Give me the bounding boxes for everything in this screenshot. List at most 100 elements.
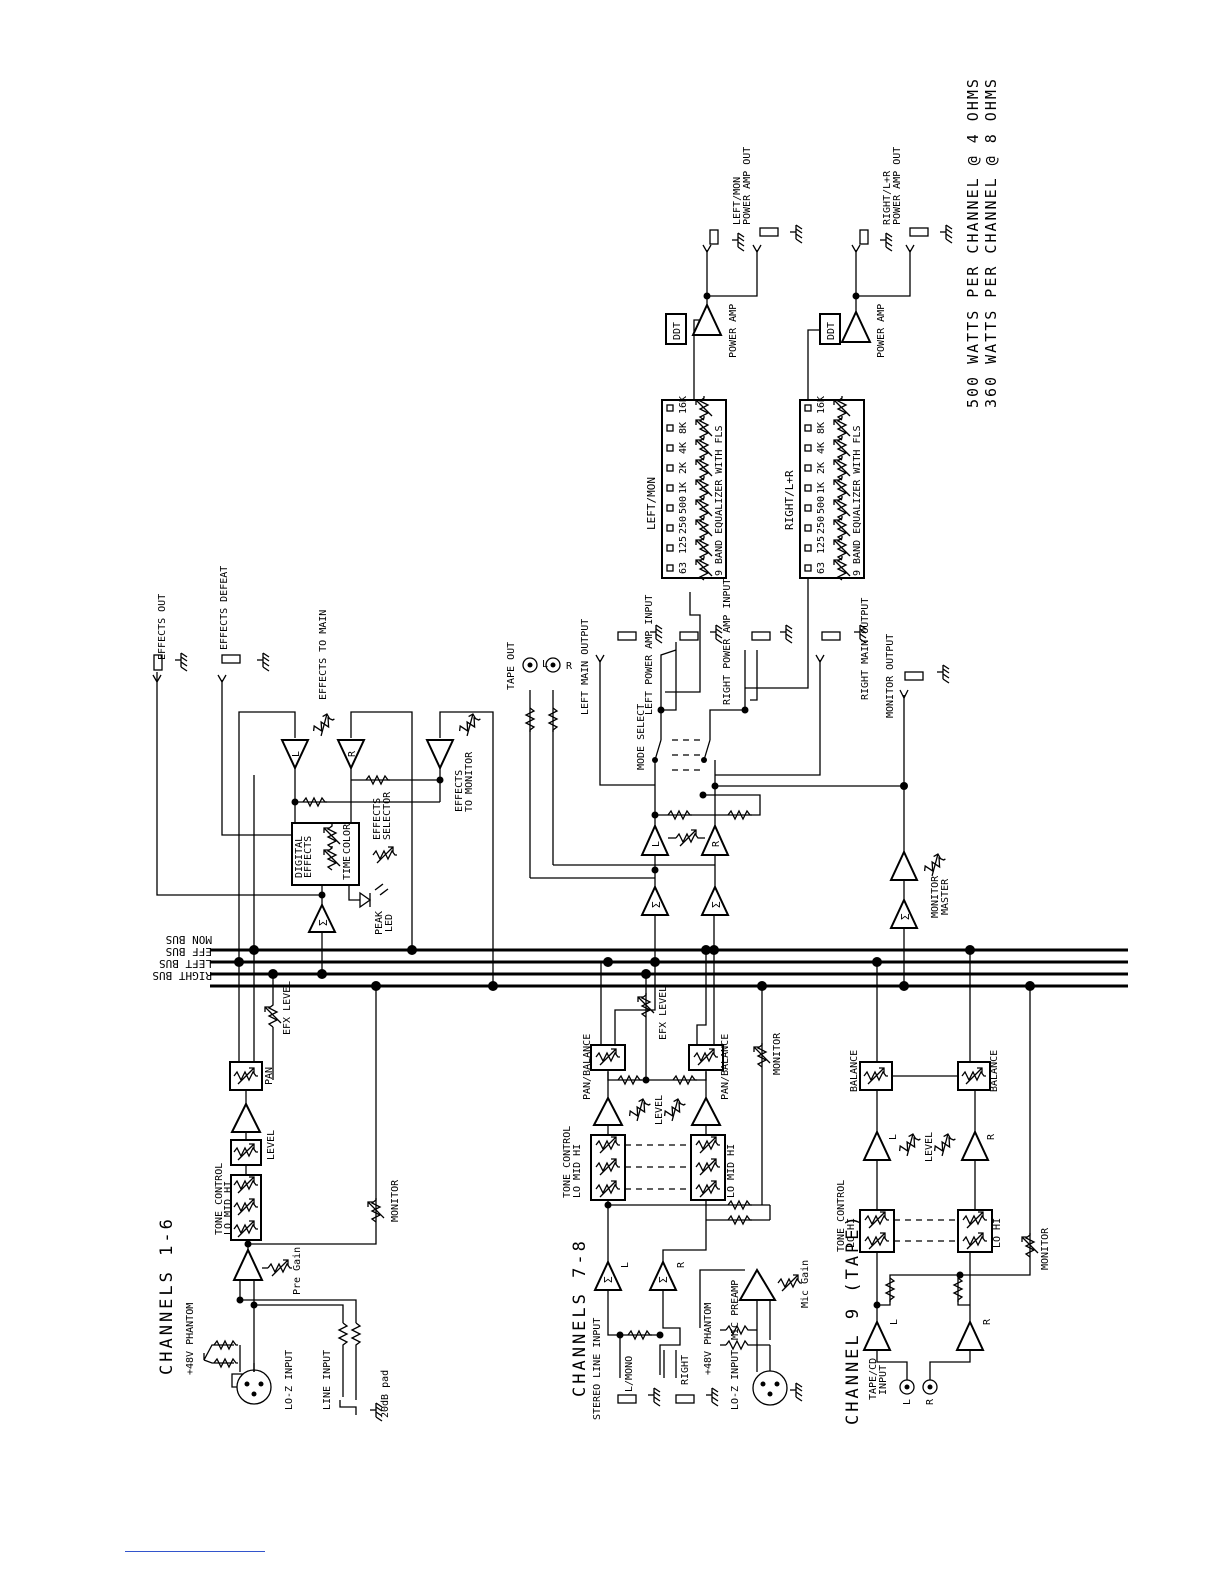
power-ratings: 500 WATTS PER CHANNEL @ 4 OHMS 360 WATTS… bbox=[964, 77, 1000, 408]
ch7-phantom-label: +48V PHANTOM bbox=[703, 1303, 714, 1375]
ch7-level-label: LEVEL bbox=[654, 1095, 665, 1125]
effects-selector-label-2: SELECTOR bbox=[382, 791, 393, 840]
left-power-amp-triangle bbox=[691, 302, 723, 336]
effects-to-main-label: EFFECTS TO MAIN bbox=[318, 610, 329, 700]
right-eq-band-indicator bbox=[804, 444, 812, 452]
right-eq-band-indicator bbox=[804, 424, 812, 432]
right-eq-caption: 9 BAND EQUALIZER WITH FLS bbox=[852, 425, 863, 576]
digital-effects-label: DIGITAL bbox=[294, 836, 305, 878]
rating-8-ohms: 360 WATTS PER CHANNEL @ 8 OHMS bbox=[982, 77, 1000, 408]
left-eq-band-label: 250 bbox=[678, 516, 689, 534]
effects-defeat-label: EFFECTS DEFEAT bbox=[219, 566, 230, 650]
svg-text:L: L bbox=[888, 1134, 899, 1140]
section-title-ch9: CHANNEL 9 (TAPE) bbox=[843, 1213, 863, 1425]
bus-label-left: LEFT BUS bbox=[159, 957, 212, 970]
right-power-amp-input-label: RIGHT POWER AMP INPUT bbox=[722, 579, 733, 705]
ch1-tone-bands-label: LO MID HI bbox=[223, 1181, 234, 1235]
ch9-monitor-label: MONITOR bbox=[1040, 1227, 1051, 1270]
ch7-efx-level-label: EFX LEVEL bbox=[658, 986, 669, 1040]
right-power-amp-triangle bbox=[840, 309, 872, 343]
mode-select-label: MODE SELECT bbox=[636, 704, 647, 770]
svg-text:Σ: Σ bbox=[602, 1276, 615, 1283]
footnote-link-line bbox=[125, 1551, 265, 1552]
ch1-pan-label: PAN bbox=[264, 1067, 275, 1085]
tape-out-label: TAPE OUT bbox=[506, 642, 517, 690]
tape-input-label: INPUT bbox=[878, 1365, 889, 1395]
ch9-balance-right-label: BALANCE bbox=[989, 1050, 1000, 1092]
peak-led-label: PEAK bbox=[374, 911, 385, 935]
left-ddt-label: DDT bbox=[672, 322, 683, 340]
svg-text:R: R bbox=[982, 1318, 993, 1325]
svg-text:R: R bbox=[676, 1261, 687, 1268]
left-eq-band-label: 8K bbox=[678, 422, 689, 434]
right-eq-band-indicator bbox=[804, 544, 812, 552]
ch9-tone-bands-right: LO HI bbox=[992, 1218, 1003, 1248]
left-eq-band-indicator bbox=[666, 484, 674, 492]
effects-right-amp bbox=[336, 739, 366, 771]
right-jack-label: RIGHT bbox=[680, 1355, 691, 1385]
ch7-tone-bands-left: LO MID HI bbox=[572, 1144, 583, 1198]
ch9-tone-bands-left: LO HI bbox=[846, 1218, 857, 1248]
xlr-input-icon bbox=[236, 1369, 272, 1405]
ch9-balance-left-label: BALANCE bbox=[849, 1050, 860, 1092]
left-eq-title: LEFT/MON bbox=[645, 477, 658, 530]
right-eq-band-label: 8K bbox=[816, 422, 827, 434]
right-ddt-label: DDT bbox=[826, 322, 837, 340]
left-sum-amp bbox=[640, 884, 670, 916]
mic-preamp-label: MIC PREAMP bbox=[730, 1280, 741, 1340]
line-input-label: LINE INPUT bbox=[322, 1350, 333, 1410]
ch1-tone-control-label: TONE CONTROL bbox=[214, 1163, 225, 1235]
section-title-ch1-6: CHANNELS 1-6 bbox=[157, 1216, 177, 1375]
svg-text:L: L bbox=[542, 659, 548, 670]
right-eq-band-indicator bbox=[804, 504, 812, 512]
ch9-level-right-amp bbox=[960, 1129, 990, 1161]
ch1-efx-level-label: EFX LEVEL bbox=[282, 981, 293, 1035]
mic-gain-label: Mic Gain bbox=[800, 1260, 811, 1308]
ch9-tone-control-label: TONE CONTROL bbox=[836, 1180, 847, 1252]
right-eq-band-label: 63 bbox=[816, 562, 827, 574]
ch7-sum-left bbox=[593, 1259, 623, 1291]
left-power-amp-input-label: LEFT POWER AMP INPUT bbox=[644, 595, 655, 715]
stereo-line-input-label: STEREO LINE INPUT bbox=[592, 1318, 603, 1420]
left-eq-caption: 9 BAND EQUALIZER WITH FLS bbox=[714, 425, 725, 576]
left-master-amp bbox=[640, 823, 670, 856]
ch7-tone-control-label: TONE CONTROL bbox=[562, 1126, 573, 1198]
peak-led-label-2: LED bbox=[384, 914, 395, 932]
rating-4-ohms: 500 WATTS PER CHANNEL @ 4 OHMS bbox=[964, 77, 982, 408]
right-eq-band-label: 2K bbox=[816, 462, 827, 474]
channels-1-6: CHANNELS 1-6 LO-Z INPUT +48V PHANTOM LIN… bbox=[157, 950, 401, 1422]
left-mon-out-label: LEFT/MON bbox=[732, 177, 743, 225]
svg-text:R: R bbox=[566, 661, 573, 672]
ch7-monitor-label: MONITOR bbox=[772, 1032, 783, 1075]
left-eq-band-label: 63 bbox=[678, 562, 689, 574]
right-eq-band-indicator bbox=[804, 564, 812, 572]
right-power-amp-label: POWER AMP bbox=[876, 304, 887, 358]
svg-text:L: L bbox=[620, 1262, 631, 1268]
digital-effects-block bbox=[291, 822, 360, 886]
time-label: TIME bbox=[342, 856, 353, 880]
bus-label-mon: MON BUS bbox=[166, 933, 212, 946]
color-label: COLOR bbox=[342, 823, 353, 854]
left-eq-band-label: 125 bbox=[678, 536, 689, 554]
left-eq-band-indicator bbox=[666, 544, 674, 552]
left-eq: LEFT/MON 9 BAND EQUALIZER WITH FLS 63 125… bbox=[645, 319, 727, 581]
ch1-level-label: LEVEL bbox=[266, 1130, 277, 1160]
effects-selector-label: EFFECTS bbox=[372, 798, 383, 840]
svg-text:R: R bbox=[986, 1133, 997, 1140]
section-title-ch7-8: CHANNELS 7-8 bbox=[570, 1238, 590, 1397]
ch7-xlr-input-icon bbox=[752, 1370, 788, 1406]
right-lr-out-label: RIGHT/L+R bbox=[882, 170, 893, 225]
left-eq-band-indicator bbox=[666, 424, 674, 432]
ch7-pan-balance-right-label: PAN/BALANCE bbox=[720, 1034, 731, 1100]
left-ddt-box bbox=[665, 313, 687, 345]
channel-9-tape: CHANNEL 9 (TAPE) TAPE/CD INPUT L R L R M… bbox=[836, 950, 1051, 1425]
right-eq: RIGHT/L+R 9 BAND EQUALIZER WITH FLS 6312… bbox=[783, 329, 865, 581]
ch7-level-left-amp bbox=[592, 1095, 624, 1126]
right-sum-amp bbox=[700, 884, 730, 916]
lo-z-input-label: LO-Z INPUT bbox=[284, 1350, 295, 1410]
left-eq-band-indicator bbox=[666, 464, 674, 472]
svg-text:Σ: Σ bbox=[317, 919, 330, 926]
svg-text:R: R bbox=[711, 840, 722, 847]
bus-lines bbox=[210, 948, 1128, 988]
